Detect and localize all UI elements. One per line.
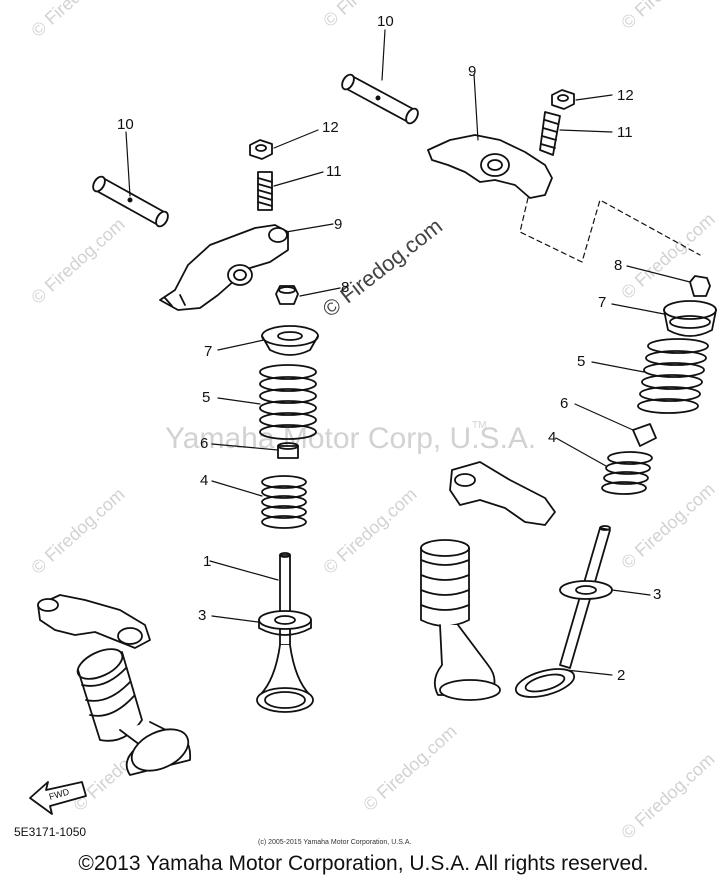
valve-seal-right <box>632 423 657 447</box>
callout-10-top: 10 <box>377 13 394 30</box>
rocker-arm-left <box>159 224 289 311</box>
valve-cap-right <box>689 275 711 297</box>
rocker-shaft-left <box>92 175 169 228</box>
callout-1: 1 <box>203 553 211 570</box>
spring-seat-right <box>559 580 613 600</box>
callout-2: 2 <box>617 667 625 684</box>
outer-spring-left <box>259 364 317 440</box>
callout-6-left: 6 <box>200 435 208 452</box>
callout-7-right: 7 <box>598 294 606 311</box>
assembled-valve-center <box>420 461 556 701</box>
callout-8-left: 8 <box>341 279 349 296</box>
callout-9-left: 9 <box>334 216 342 233</box>
callout-8-right: 8 <box>614 257 622 274</box>
assembled-valve-left <box>37 594 192 776</box>
locknut-left <box>249 139 273 160</box>
callout-3-left: 3 <box>198 607 206 624</box>
callout-4-left: 4 <box>200 472 208 489</box>
adjuster-screw-left <box>257 171 273 211</box>
watermark-site-bc: © Firedog.com <box>359 721 460 815</box>
rocker-shaft-right <box>341 73 419 125</box>
callout-3-right: 3 <box>653 586 661 603</box>
diagram-part-code: 5E3171-1050 <box>14 825 86 839</box>
callout-12-left: 12 <box>322 119 339 136</box>
forward-arrow-icon <box>29 781 87 815</box>
callout-11-right: 11 <box>617 124 633 141</box>
spring-retainer-left <box>261 325 319 356</box>
valve-cap-left <box>275 285 299 305</box>
watermark-site-tr: © Firedog.com <box>617 0 718 33</box>
callout-numbers: 10 10 12 11 9 8 7 5 6 4 1 3 9 12 11 8 7 … <box>117 13 661 684</box>
watermark-site-tl: © Firedog.com <box>27 0 128 41</box>
watermark-site-tc: © Firedog.com <box>319 0 420 31</box>
assembly-link-dashed <box>519 197 701 263</box>
callout-5-left: 5 <box>202 389 210 406</box>
leader-lines <box>125 29 691 676</box>
exhaust-valve-right <box>514 525 611 698</box>
callout-9-right: 9 <box>468 63 476 80</box>
outer-spring-right <box>637 338 709 414</box>
small-copyright: (c) 2005-2015 Yamaha Motor Corporation, … <box>258 839 411 846</box>
watermark-tm: TM <box>472 420 486 431</box>
callout-5-right: 5 <box>577 353 585 370</box>
spring-seat-left <box>258 610 312 636</box>
spring-retainer-right <box>663 300 717 337</box>
callout-12-right: 12 <box>617 87 634 104</box>
callout-10-left: 10 <box>117 116 134 133</box>
callout-11-left: 11 <box>326 163 342 180</box>
watermark-site-c2: © Firedog.com <box>319 484 420 578</box>
watermark-site-br: © Firedog.com <box>617 749 718 843</box>
callout-7-left: 7 <box>204 343 212 360</box>
watermark-main: Yamaha Motor Corp, U.S.A. <box>165 422 536 455</box>
watermark-site-ml: © Firedog.com <box>27 214 128 308</box>
inner-spring-right <box>601 451 653 495</box>
inner-spring-left <box>261 475 307 529</box>
rocker-arm-right <box>427 134 553 199</box>
locknut-right <box>551 89 575 110</box>
watermark-site-l2: © Firedog.com <box>27 484 128 578</box>
callout-4-right: 4 <box>548 429 556 446</box>
intake-valve-left <box>256 552 314 713</box>
valve-seal-left <box>277 442 299 459</box>
adjuster-screw-right <box>539 111 561 156</box>
callout-6-right: 6 <box>560 395 568 412</box>
bottom-copyright: ©2013 Yamaha Motor Corporation, U.S.A. A… <box>78 852 649 875</box>
